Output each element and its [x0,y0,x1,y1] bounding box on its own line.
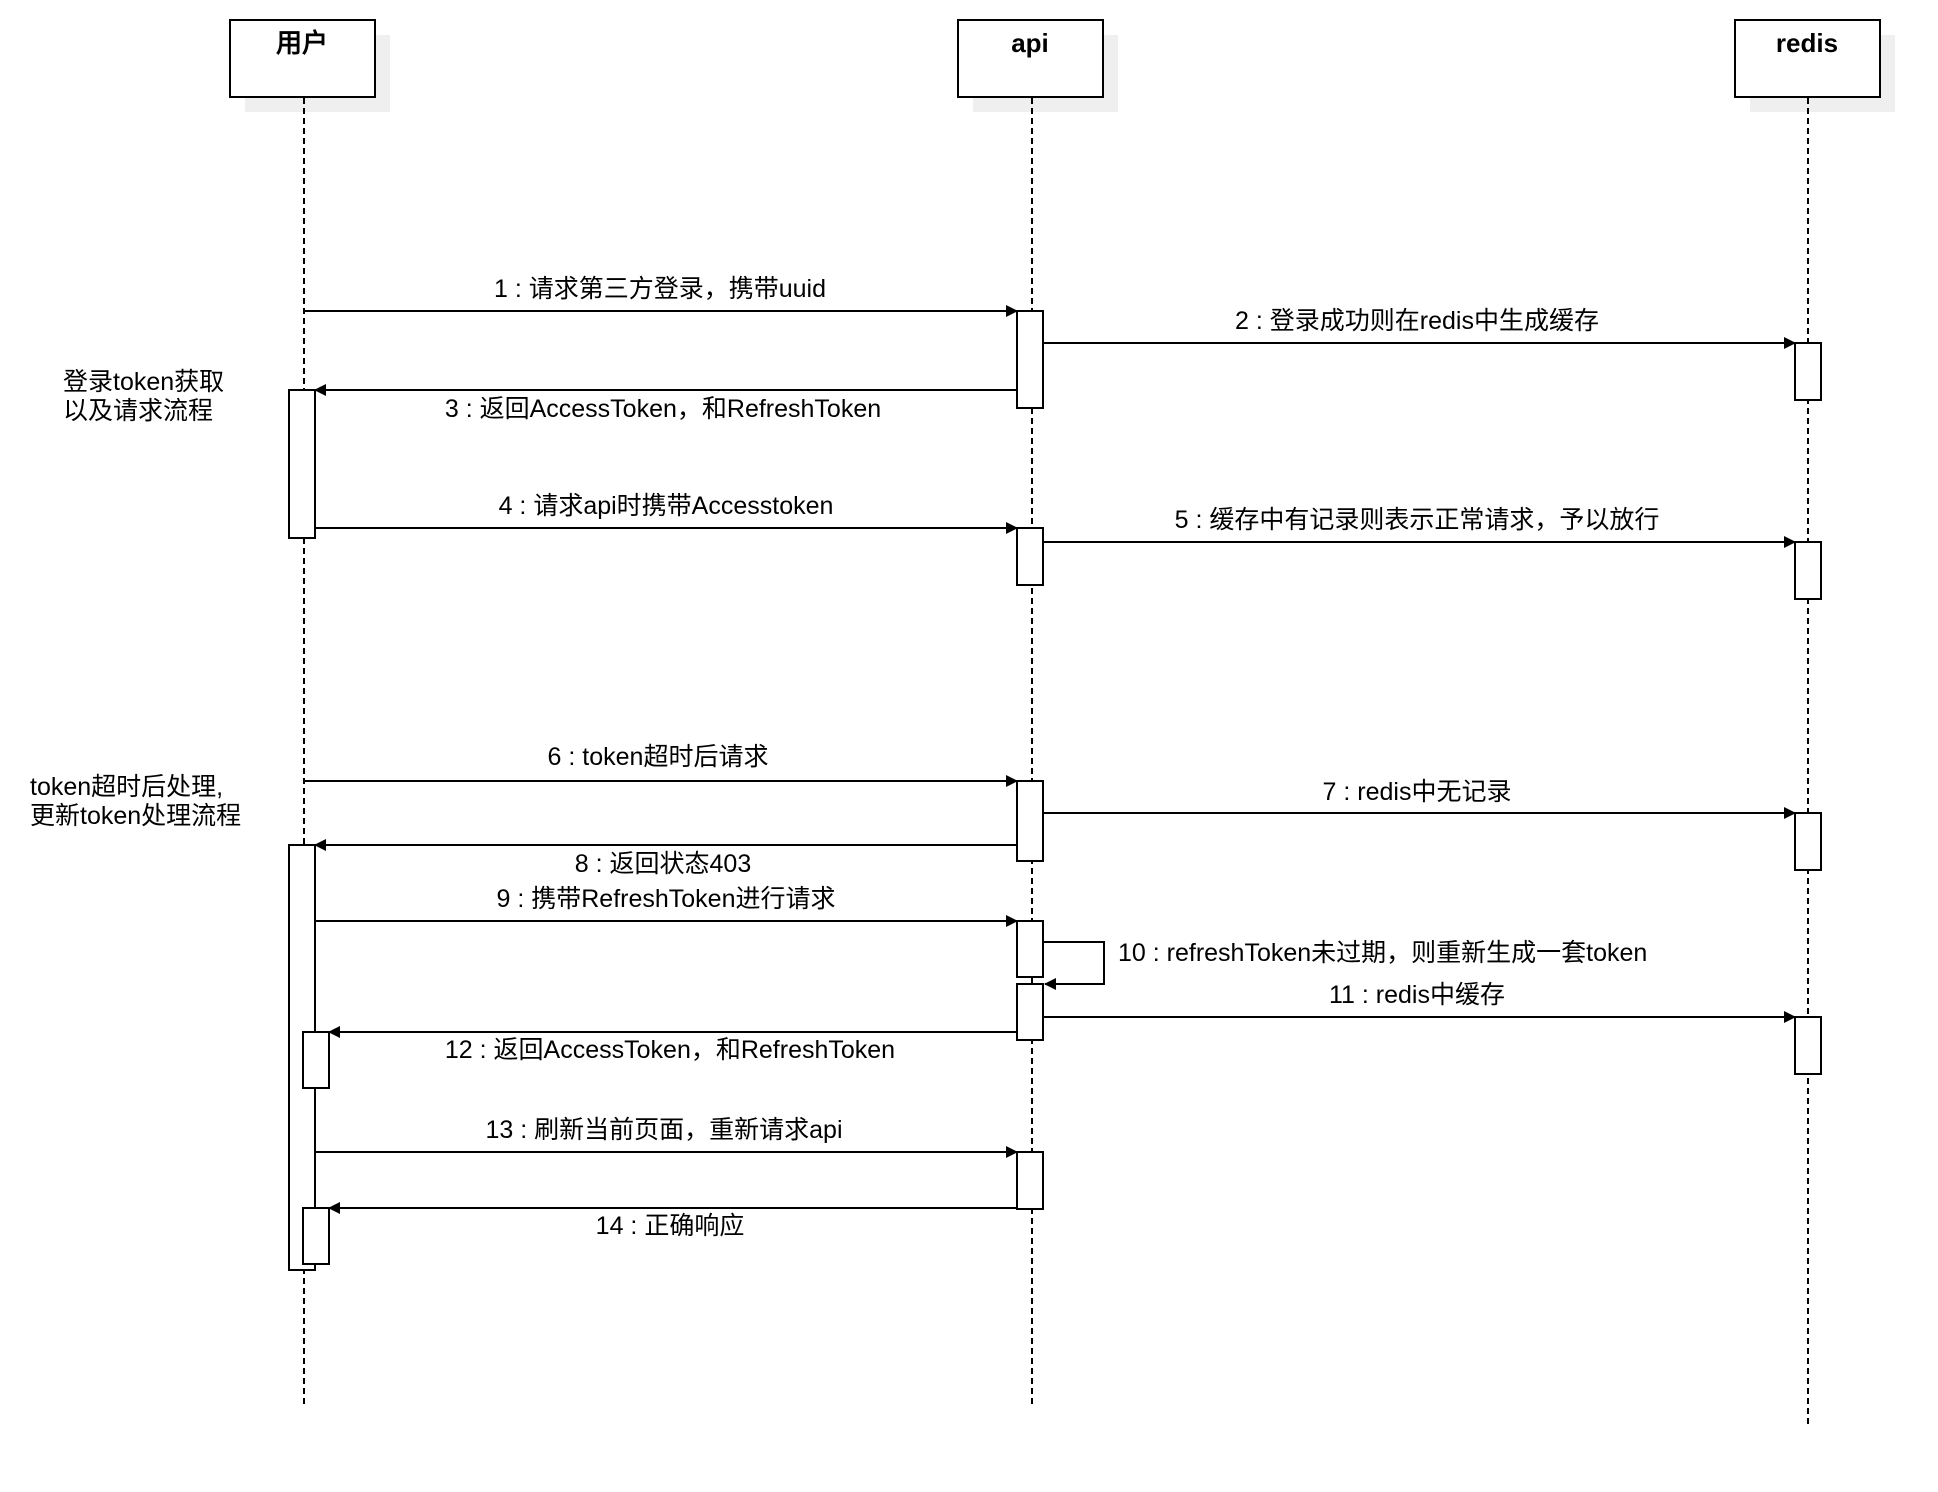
message-label: 5 : 缓存中有记录则表示正常请求，予以放行 [1175,506,1660,534]
message-label: 9 : 携带RefreshToken进行请求 [497,885,836,913]
note-login-flow: 登录token获取 以及请求流程 [63,368,231,425]
note-line: token超时后处理, [30,773,223,801]
activation-bar [1794,541,1822,600]
participant-api[interactable]: api [957,19,1118,112]
activation-bar [1016,527,1044,586]
note-line: 以及请求流程 [63,397,213,425]
note-line: 更新token处理流程 [30,802,241,830]
self-message-arrow [1043,941,1105,990]
message-label: 7 : redis中无记录 [1323,778,1512,806]
activation-bar [1794,812,1822,871]
message-label: 6 : token超时后请求 [548,743,769,771]
activation-bar [1794,342,1822,401]
participant-redis[interactable]: redis [1734,19,1895,112]
message-label: 14 : 正确响应 [596,1212,745,1240]
message-label: 13 : 刷新当前页面，重新请求api [485,1116,842,1144]
activation-bar [1016,1151,1044,1210]
participant-user[interactable]: 用户 [229,19,390,112]
participant-user-label: 用户 [276,28,328,58]
activation-bar [1016,920,1044,978]
note-line: 登录token获取 [63,368,224,396]
message-label: 11 : redis中缓存 [1329,981,1505,1009]
activation-bar [1016,310,1044,409]
activation-bar [302,1207,330,1265]
message-label: 12 : 返回AccessToken，和RefreshToken [445,1036,895,1064]
activation-bar [288,389,316,539]
participant-api-label: api [1011,28,1049,58]
message-label: 8 : 返回状态403 [575,850,751,878]
note-timeout-flow: token超时后处理, 更新token处理流程 [30,773,241,830]
activation-bar [1016,780,1044,862]
activation-bar [1794,1016,1822,1075]
message-label: 10 : refreshToken未过期，则重新生成一套token [1118,939,1647,967]
message-label: 1 : 请求第三方登录，携带uuid [494,275,826,303]
activation-bar [1016,983,1044,1041]
participant-redis-label: redis [1776,28,1838,58]
message-label: 4 : 请求api时携带Accesstoken [499,492,834,520]
activation-bar [302,1031,330,1089]
message-label: 2 : 登录成功则在redis中生成缓存 [1235,307,1599,335]
message-label: 3 : 返回AccessToken，和RefreshToken [445,395,881,423]
